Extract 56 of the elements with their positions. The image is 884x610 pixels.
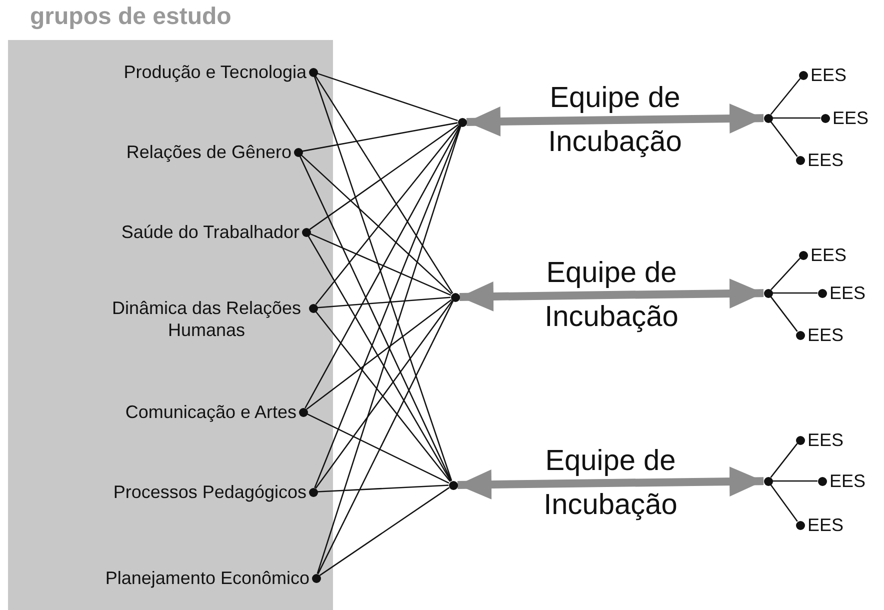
double-arrow — [457, 466, 764, 500]
connector-line — [319, 486, 450, 576]
edge-label: Equipe de Incubação — [542, 444, 678, 523]
group-label: Dinâmica das Relações Humanas — [110, 297, 302, 341]
group-label: Planejamento Econômico — [105, 567, 310, 589]
edge-label: Equipe de Incubação — [547, 81, 683, 160]
ees-label: EES — [808, 324, 844, 346]
group-label: Produção e Tecnologia — [124, 61, 306, 83]
group-label: Comunicação e Artes — [125, 401, 296, 423]
connector-line — [306, 299, 452, 410]
connector-line — [306, 413, 450, 484]
ees-label: EES — [830, 282, 866, 304]
connector-line — [302, 122, 458, 152]
connector-line — [308, 236, 452, 482]
edge-label: Equipe de Incubação — [544, 256, 680, 335]
connector-line — [770, 443, 798, 478]
junction-dot — [764, 288, 772, 298]
connector-line — [317, 484, 449, 492]
ees-label: EES — [830, 470, 866, 492]
group-label: Relações de Gênero — [126, 141, 292, 163]
connector-line — [770, 258, 800, 290]
connector-line — [770, 78, 801, 115]
double-arrow — [459, 278, 764, 312]
connector-line — [772, 292, 818, 294]
ees-label: EES — [808, 514, 844, 536]
ees-label: EES — [810, 64, 847, 86]
ees-label: EES — [808, 429, 844, 451]
group-label: Saúde do Trabalhador — [121, 221, 300, 243]
connector-line — [772, 480, 818, 482]
connector-line — [310, 233, 452, 296]
junction-dot — [764, 476, 772, 486]
connector-line — [317, 296, 451, 308]
ees-label: EES — [832, 107, 869, 129]
connector-line — [299, 156, 452, 482]
connector-line — [309, 124, 459, 230]
junction-dot — [764, 114, 772, 122]
panel-heading: grupos de estudo — [30, 2, 232, 32]
connector-line — [770, 484, 798, 522]
connector-line — [770, 121, 798, 157]
connector-line — [304, 126, 460, 408]
connector-line — [314, 76, 452, 481]
connector-line — [315, 125, 460, 305]
connector-line — [317, 300, 454, 574]
double-arrow — [466, 104, 764, 136]
connector-line — [314, 75, 454, 294]
junction-dot — [458, 118, 466, 126]
connector-line — [770, 296, 798, 332]
connector-line — [314, 126, 461, 488]
connector-line — [317, 72, 458, 122]
connector-line — [772, 117, 820, 119]
ees-label: EES — [808, 149, 844, 171]
ees-label: EES — [810, 244, 847, 266]
connector-line — [316, 126, 462, 574]
junction-dot — [448, 480, 458, 490]
group-label: Processos Pedagógicos — [113, 481, 306, 503]
connector-line — [300, 154, 452, 294]
